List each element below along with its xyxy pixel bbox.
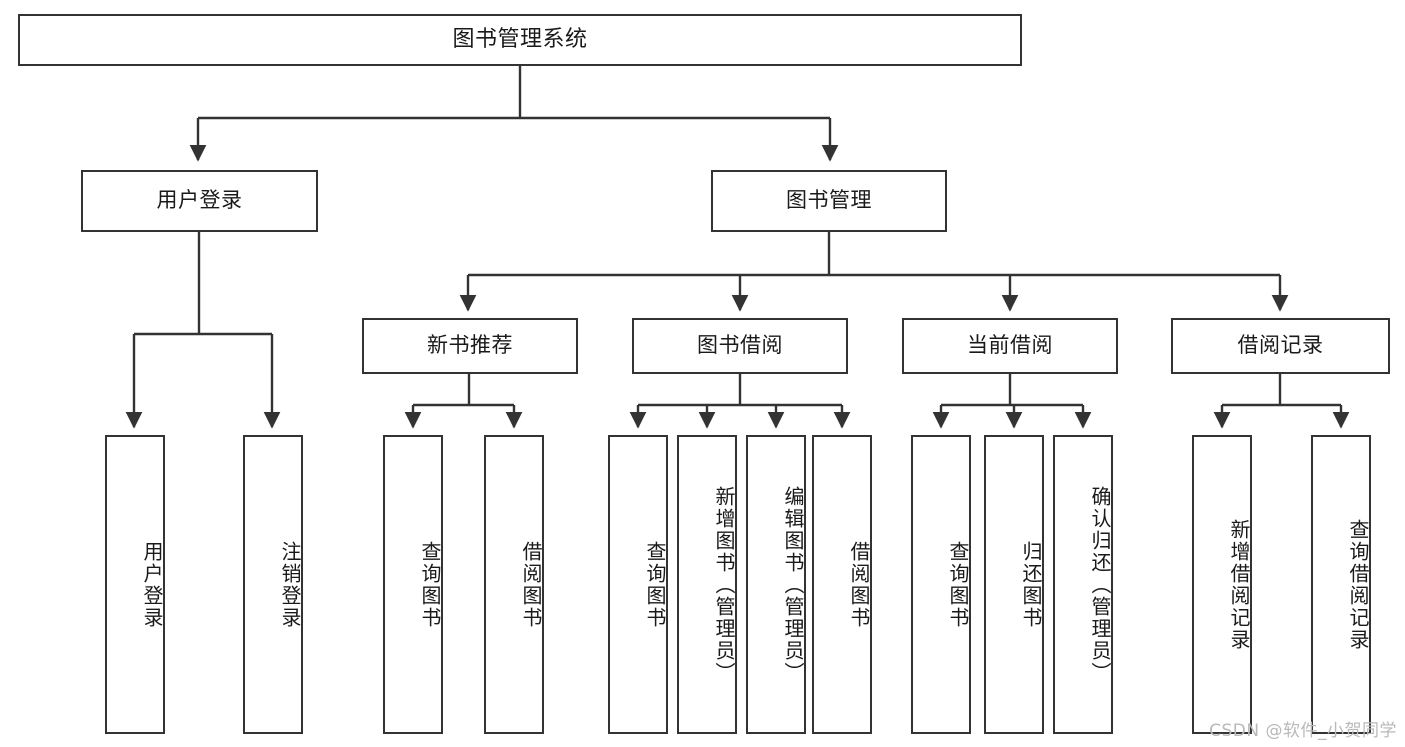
leaf-query-books-borrow[interactable]: 查询图书: [608, 435, 668, 734]
node-label: 注销登录: [278, 540, 302, 629]
node-label: 新增借阅记录: [1227, 518, 1251, 651]
node-label: 确认归还（管理员）: [1088, 485, 1112, 684]
node-borrowing-record[interactable]: 借阅记录: [1171, 318, 1390, 374]
node-label: 图书管理: [786, 188, 872, 213]
leaf-logout[interactable]: 注销登录: [243, 435, 303, 734]
node-label: 借阅图书: [847, 540, 871, 629]
leaf-query-borrow-record[interactable]: 查询借阅记录: [1311, 435, 1371, 734]
leaf-borrow-books-rec[interactable]: 借阅图书: [484, 435, 544, 734]
node-label: 查询图书: [643, 540, 667, 629]
leaf-query-books-current[interactable]: 查询图书: [911, 435, 971, 734]
node-label: 用户登录: [140, 540, 164, 629]
leaf-query-books-rec[interactable]: 查询图书: [383, 435, 443, 734]
node-label: 查询借阅记录: [1346, 518, 1370, 651]
node-label: 新增图书（管理员）: [712, 485, 736, 684]
leaf-confirm-return-admin[interactable]: 确认归还（管理员）: [1053, 435, 1113, 734]
node-new-book-recommendation[interactable]: 新书推荐: [362, 318, 578, 374]
node-label: 查询图书: [418, 540, 442, 629]
node-label: 编辑图书（管理员）: [781, 485, 805, 684]
node-user-login[interactable]: 用户登录: [81, 170, 318, 232]
node-label: 借阅图书: [519, 540, 543, 629]
leaf-user-login[interactable]: 用户登录: [105, 435, 165, 734]
watermark-text: CSDN @软件_小贺同学: [1209, 721, 1397, 741]
node-label: 借阅记录: [1237, 333, 1324, 358]
node-book-borrowing[interactable]: 图书借阅: [632, 318, 848, 374]
node-label: 新书推荐: [427, 333, 513, 358]
node-root-system[interactable]: 图书管理系统: [18, 14, 1022, 66]
leaf-borrow-book[interactable]: 借阅图书: [812, 435, 872, 734]
node-label: 图书借阅: [697, 333, 783, 358]
node-label: 图书管理系统: [452, 26, 588, 52]
node-book-management[interactable]: 图书管理: [711, 170, 947, 232]
leaf-return-book[interactable]: 归还图书: [984, 435, 1044, 734]
leaf-edit-book-admin[interactable]: 编辑图书（管理员）: [746, 435, 806, 734]
leaf-add-book-admin[interactable]: 新增图书（管理员）: [677, 435, 737, 734]
node-label: 查询图书: [946, 540, 970, 629]
node-label: 归还图书: [1019, 540, 1043, 629]
node-label: 用户登录: [156, 188, 243, 213]
node-current-borrowing[interactable]: 当前借阅: [902, 318, 1118, 374]
leaf-add-borrow-record[interactable]: 新增借阅记录: [1192, 435, 1252, 734]
node-label: 当前借阅: [967, 333, 1053, 358]
